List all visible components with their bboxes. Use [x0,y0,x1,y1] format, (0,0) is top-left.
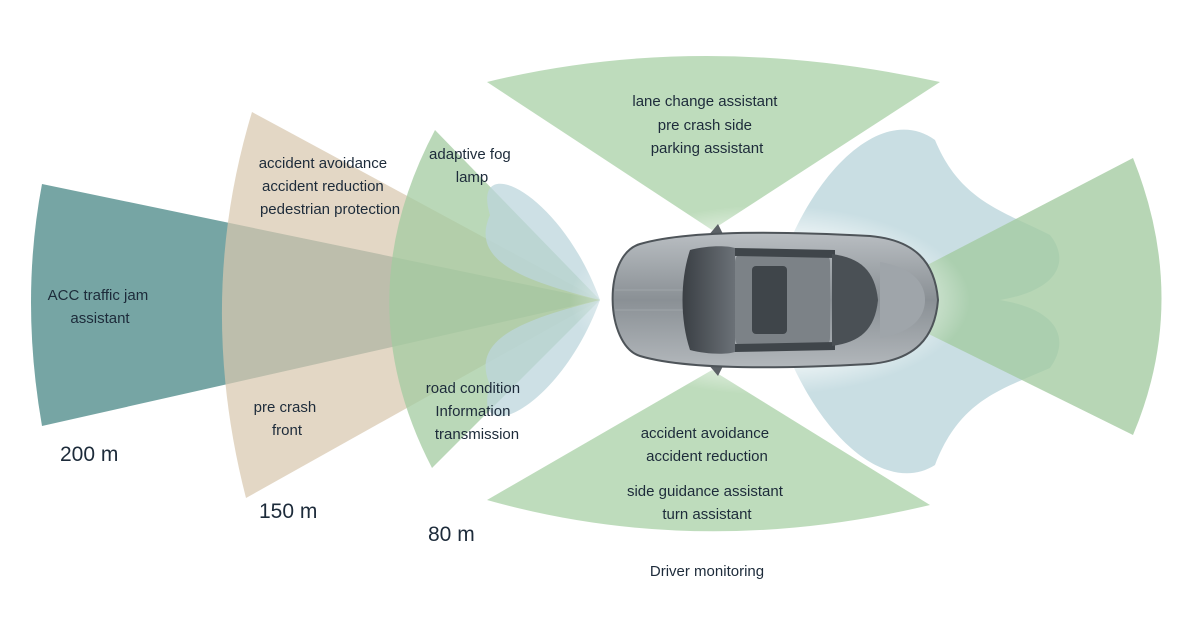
fog-lamp-label: adaptive fog lamp [429,146,515,186]
front-ultrasonic-lobe [485,183,600,300]
lane-change-label: lane change assistant pre crash side par… [632,93,781,157]
distance-200-label: 200 m [60,443,118,466]
side-guidance-label: side guidance assistant turn assistant [627,483,787,523]
distance-150-label: 150 m [259,500,317,523]
rear-zone [860,158,1162,435]
car-top-view-icon [611,224,940,376]
bottom-side-zone [487,370,930,532]
driver-monitoring-label: Driver monitoring [650,563,764,580]
distance-80-label: 80 m [428,523,475,546]
pre-crash-front-label: pre crash front [254,399,321,439]
accident-side-label: accident avoidance accident reduction [641,425,774,465]
acc-label: ACC traffic jam assistant [48,287,153,327]
top-side-zone [487,56,940,230]
front-ultrasonic-lobe-lower [485,300,600,417]
short-range-zone [389,130,600,468]
road-condition-label: road condition Information transmission [426,380,524,443]
accident-front-label: accident avoidance accident reduction pe… [259,155,400,218]
